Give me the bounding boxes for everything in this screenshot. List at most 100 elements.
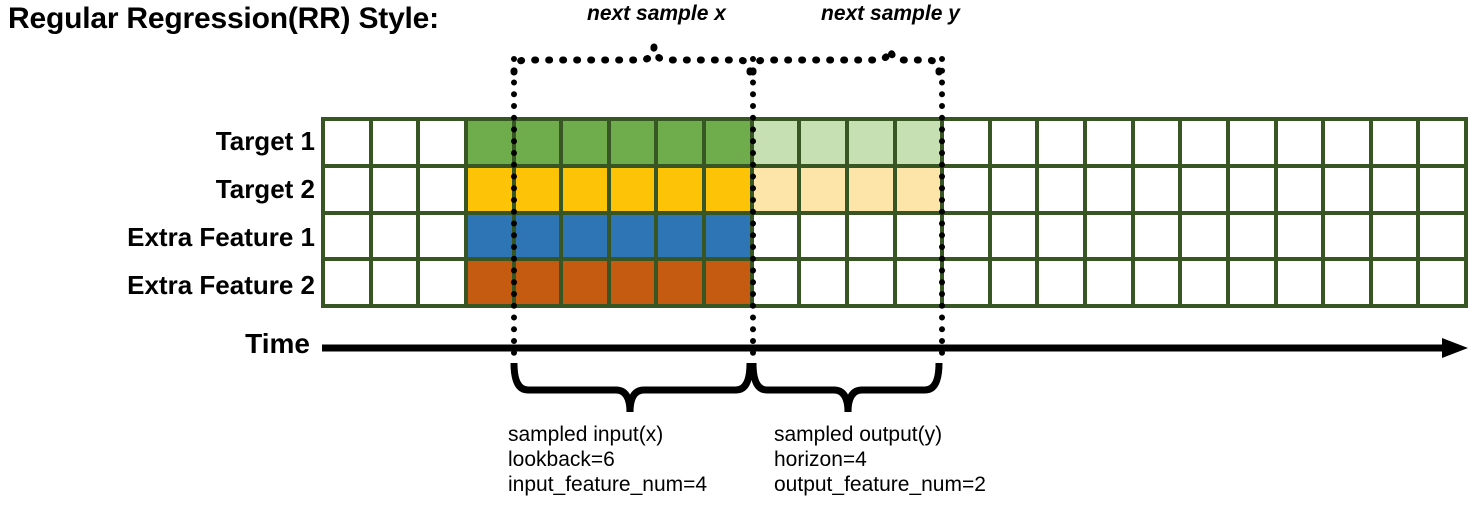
grid-cell bbox=[325, 214, 369, 258]
grid-cell bbox=[1039, 214, 1083, 258]
grid-cell bbox=[420, 167, 464, 211]
grid-cell bbox=[896, 167, 941, 211]
grid-cell bbox=[1039, 167, 1083, 211]
grid-cell bbox=[610, 121, 655, 164]
grid-cell bbox=[1182, 121, 1226, 164]
time-axis-arrow bbox=[322, 338, 1468, 358]
grid-cell bbox=[563, 214, 607, 258]
grid-cell bbox=[753, 214, 798, 258]
row-label-extra-feature-1: Extra Feature 1 bbox=[127, 222, 315, 252]
grid-cell bbox=[1277, 261, 1322, 304]
grid-cell bbox=[610, 261, 655, 304]
grid-cell bbox=[1087, 214, 1131, 258]
input-lookback: lookback=6 bbox=[508, 448, 615, 471]
grid-cell bbox=[896, 261, 941, 304]
grid-cell bbox=[1134, 214, 1179, 258]
grid-cell bbox=[467, 121, 512, 164]
grid-cell bbox=[944, 167, 988, 211]
grid-cell bbox=[658, 121, 702, 164]
grid-cell bbox=[801, 167, 845, 211]
grid-cell bbox=[801, 214, 845, 258]
output-horizon: horizon=4 bbox=[774, 448, 867, 471]
grid-cell bbox=[1325, 261, 1369, 304]
grid-cell bbox=[753, 261, 798, 304]
grid-cell bbox=[372, 121, 417, 164]
grid-cell bbox=[658, 167, 702, 211]
grid-cell bbox=[1277, 121, 1322, 164]
input-name: sampled input(x) bbox=[508, 423, 664, 446]
grid-cell bbox=[753, 167, 798, 211]
row-label-target-1: Target 1 bbox=[215, 126, 315, 156]
guide-line-output-end bbox=[939, 56, 945, 356]
grid-cell bbox=[1039, 121, 1083, 164]
grid-cell bbox=[1134, 167, 1179, 211]
grid-cell bbox=[420, 214, 464, 258]
grid-cell bbox=[1372, 214, 1417, 258]
grid-cell bbox=[1134, 121, 1179, 164]
grid-cell bbox=[563, 167, 607, 211]
grid-cell bbox=[610, 167, 655, 211]
grid-cell bbox=[944, 121, 988, 164]
grid-cell bbox=[991, 121, 1036, 164]
grid-cell bbox=[515, 261, 560, 304]
grid-cell bbox=[658, 261, 702, 304]
grid-cell bbox=[420, 121, 464, 164]
grid-cell bbox=[944, 214, 988, 258]
grid-cell bbox=[325, 167, 369, 211]
grid-cell bbox=[1420, 214, 1464, 258]
grid-cell bbox=[372, 261, 417, 304]
grid-cell bbox=[467, 214, 512, 258]
grid-cell bbox=[706, 167, 750, 211]
grid-cell bbox=[563, 121, 607, 164]
output-name: sampled output(y) bbox=[774, 423, 943, 446]
grid-cell bbox=[848, 121, 893, 164]
grid-cell bbox=[848, 167, 893, 211]
grid-cell bbox=[1372, 261, 1417, 304]
grid-cell bbox=[706, 214, 750, 258]
grid-cell bbox=[706, 121, 750, 164]
grid-cell bbox=[1325, 214, 1369, 258]
guide-line-input-start bbox=[511, 56, 517, 356]
grid-cell bbox=[372, 214, 417, 258]
grid-cell bbox=[896, 214, 941, 258]
grid-cell bbox=[1134, 261, 1179, 304]
grid-cell bbox=[991, 261, 1036, 304]
grid-cell bbox=[1372, 121, 1417, 164]
grid-cell bbox=[1420, 167, 1464, 211]
grid-cell bbox=[944, 261, 988, 304]
grid-cell bbox=[1372, 167, 1417, 211]
grid-cell bbox=[515, 121, 560, 164]
grid-cell bbox=[991, 167, 1036, 211]
guide-line-input-end bbox=[750, 56, 756, 356]
grid-cell bbox=[896, 121, 941, 164]
input-feature-num: input_feature_num=4 bbox=[508, 473, 708, 496]
grid-cell bbox=[1039, 261, 1083, 304]
grid-cell bbox=[848, 214, 893, 258]
grid-cell bbox=[991, 214, 1036, 258]
grid-cell bbox=[801, 121, 845, 164]
time-axis-label: Time bbox=[245, 328, 310, 359]
grid-cell bbox=[1277, 214, 1322, 258]
grid-cell bbox=[1182, 261, 1226, 304]
grid-cell bbox=[467, 261, 512, 304]
timeseries-grid bbox=[321, 117, 1468, 308]
grid-cell bbox=[1277, 167, 1322, 211]
grid-cell bbox=[1420, 121, 1464, 164]
grid-cell bbox=[848, 261, 893, 304]
grid-cell bbox=[1087, 121, 1131, 164]
grid-cell bbox=[1182, 167, 1226, 211]
grid-cell bbox=[1229, 261, 1274, 304]
top-annotation-next-sample-y: next sample y bbox=[821, 2, 960, 25]
grid-cell bbox=[325, 261, 369, 304]
grid-cell bbox=[467, 167, 512, 211]
grid-cell bbox=[753, 121, 798, 164]
grid-cell bbox=[801, 261, 845, 304]
grid-cell bbox=[372, 167, 417, 211]
grid-cell bbox=[1420, 261, 1464, 304]
grid-cell bbox=[1325, 167, 1369, 211]
grid-cell bbox=[1229, 214, 1274, 258]
grid-cell bbox=[1182, 214, 1226, 258]
grid-cell bbox=[515, 167, 560, 211]
grid-cell bbox=[1229, 121, 1274, 164]
